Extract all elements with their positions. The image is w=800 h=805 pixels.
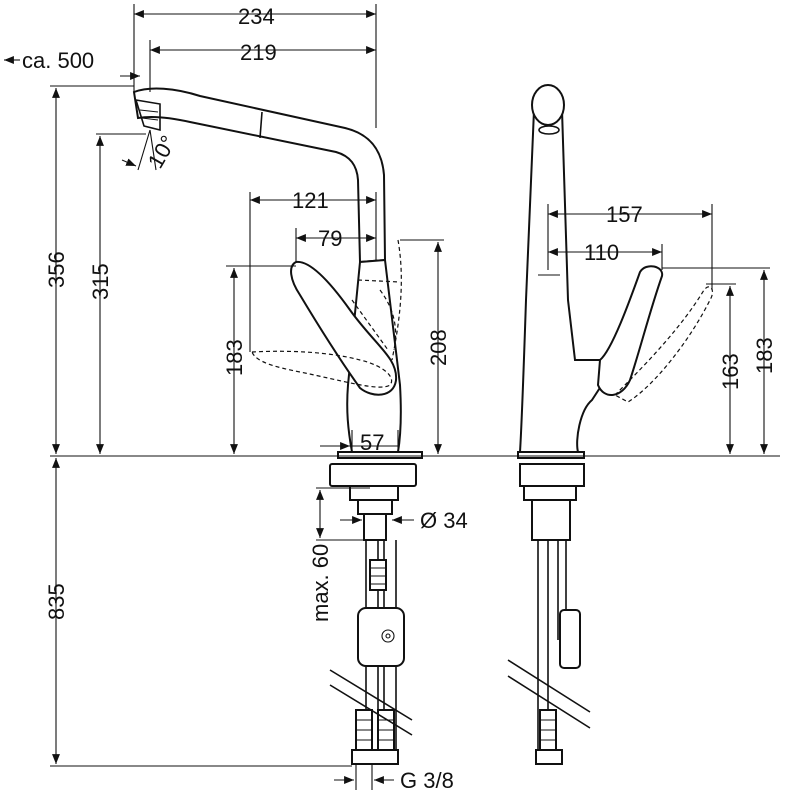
dim-width-total: 234 (238, 4, 275, 29)
dim-height-total: 356 (44, 251, 69, 288)
dim-max-deck: max. 60 (308, 544, 333, 622)
dimension-lines-front (547, 204, 770, 454)
side-view-underside (329, 463, 417, 765)
front-hose-weight (559, 609, 581, 669)
dim-lever-offset-front: 110 (584, 240, 619, 265)
dim-lever-height-high: 183 (752, 337, 777, 374)
side-aerator (134, 98, 161, 132)
dim-base-diameter: 57 (360, 430, 384, 455)
dim-hose-length: 835 (44, 583, 69, 620)
side-view-faucet (132, 87, 423, 459)
dim-pullout-length: ca. 500 (22, 48, 94, 73)
dim-lever-reach: 121 (292, 188, 329, 213)
side-base-plate (337, 451, 423, 459)
front-spout-head (531, 84, 565, 126)
front-lever (596, 265, 664, 396)
dim-height-body: 208 (426, 329, 451, 366)
dim-lever-reach-front: 157 (606, 202, 643, 227)
dimension-labels: 234 219 ca. 500 10° 356 315 121 79 183 2… (22, 4, 777, 793)
dim-lever-height-low: 163 (718, 353, 743, 390)
side-lever-ghost-2 (379, 239, 402, 361)
dim-connection: G 3/8 (400, 768, 454, 793)
side-lever-ghost-1 (251, 350, 393, 388)
dim-lever-offset: 79 (318, 226, 342, 251)
side-hose-weight (357, 607, 405, 667)
dimension-lines-side (4, 4, 780, 790)
side-lever (290, 260, 398, 396)
side-spout (132, 87, 387, 264)
dim-height-spout: 315 (88, 263, 113, 300)
front-view-underside (507, 463, 591, 765)
dim-width-spout: 219 (240, 40, 277, 65)
front-column (518, 95, 607, 453)
dim-spout-angle: 10° (143, 131, 181, 172)
front-view-faucet (517, 84, 714, 459)
dim-hole-diameter: Ø 34 (420, 508, 468, 533)
dim-height-lever-side: 183 (222, 339, 247, 376)
